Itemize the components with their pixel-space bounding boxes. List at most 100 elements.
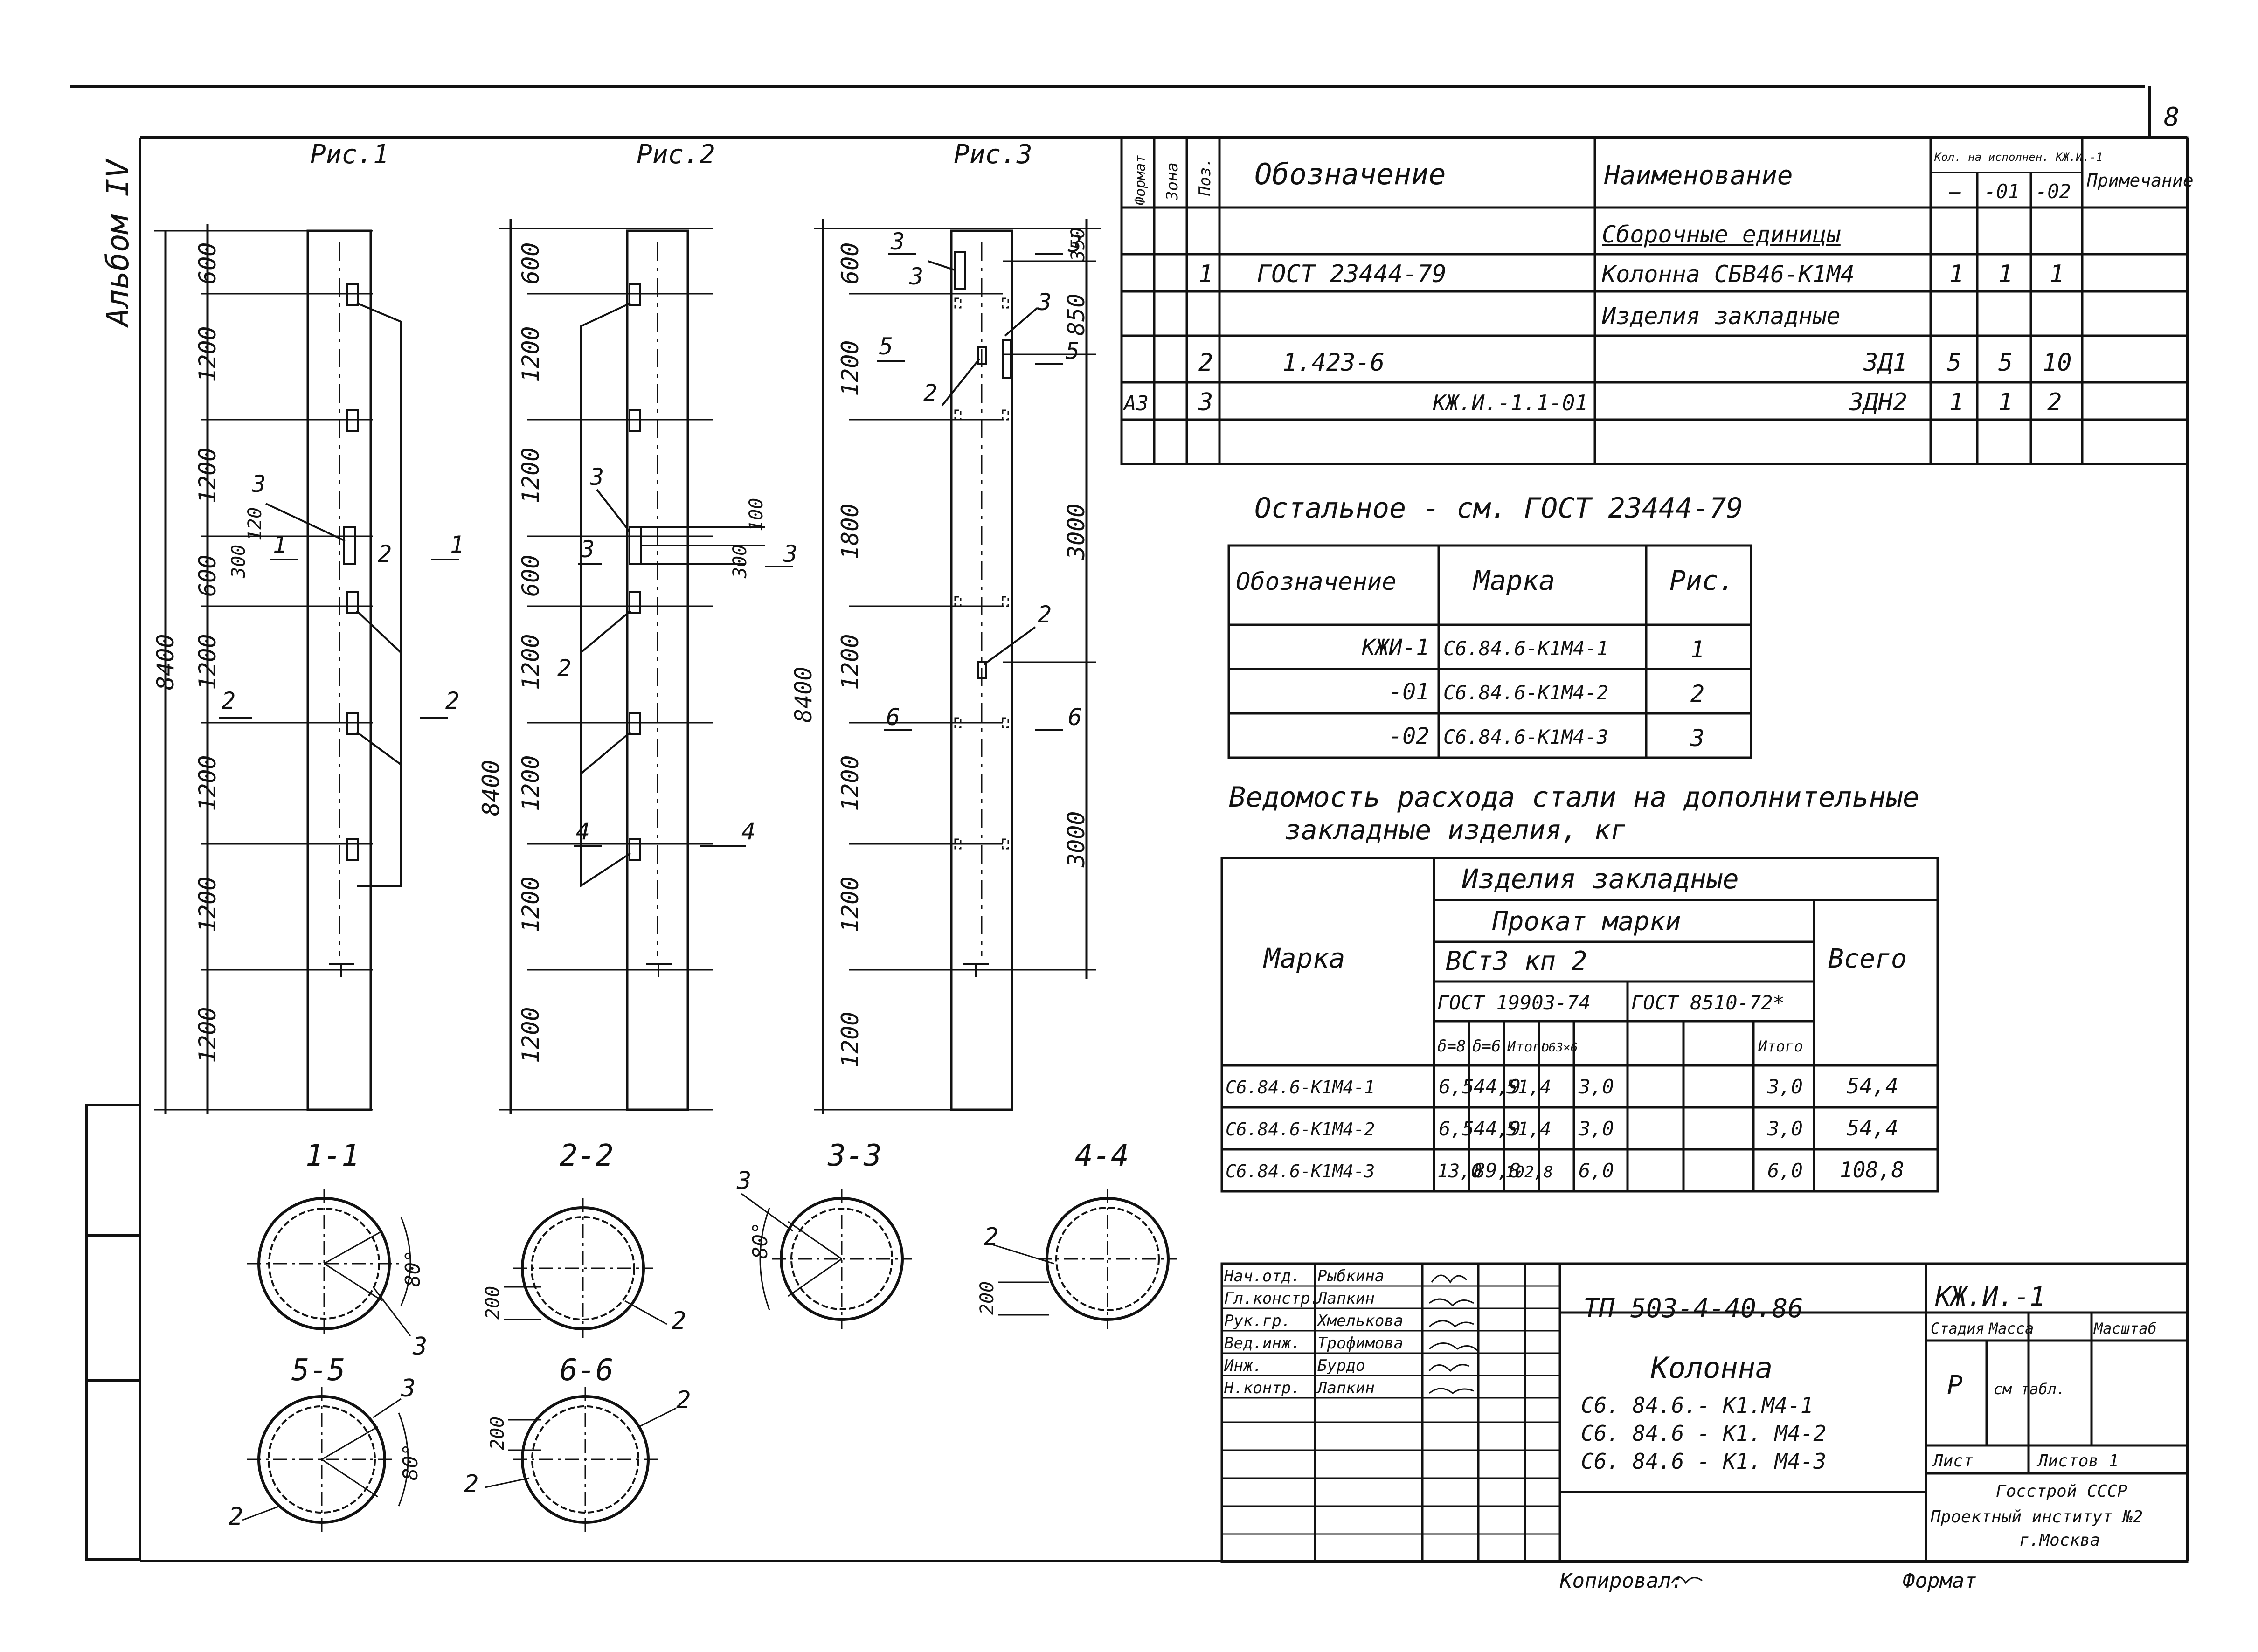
tb-name-5: Лапкин [1316,1379,1375,1397]
tb-object-mark-2: С6. 84.6 - К1. М4-3 [1581,1449,1826,1474]
fig2-title: Рис.2 [637,139,715,170]
svg-text:200: 200 [487,1417,508,1450]
fig1-cut-1b: 1 [450,531,464,558]
steel-r2-1: 13,0 [1437,1161,1482,1182]
tb-object-title: Колонна [1650,1351,1773,1385]
spec-h-designation: Обозначение [1254,157,1446,191]
fig3-cut-5a: 5 [879,333,893,360]
svg-text:3-3: 3-3 [827,1139,882,1173]
tb-role-5: Н.контр. [1224,1379,1301,1397]
fig3-dim-right-3: 3000 [1063,811,1090,868]
marks-r0-1: С6.84.6-К1М4-1 [1443,637,1608,660]
marks-r0-2: 1 [1690,636,1704,663]
svg-text:3: 3 [401,1375,416,1403]
steel-r1-6: 3,0 [1767,1117,1803,1140]
fig3-dim-left-4: 1200 [837,755,864,811]
fig1-subdim-1: 120 [244,507,266,541]
tb-stage: Р [1947,1370,1963,1401]
svg-text:4-4: 4-4 [1075,1139,1129,1173]
section-6-6: 6-6 200 2 2 [464,1353,691,1534]
spec-r1-name: Колонна СБВ46-К1М4 [1601,261,1855,288]
tb-doc-code: ТП 503-4-40.86 [1583,1293,1803,1324]
tb-role-4: Инж. [1224,1356,1262,1375]
fig1-dim-2: 1200 [194,448,221,504]
spec-h-qty: Кол. на исполнен. КЖ.И.-1 [1934,151,2103,164]
steel-h-col-0: δ=8 [1437,1037,1466,1056]
marks-r1-2: 2 [1690,680,1704,707]
fig3-dim-left-0: 600 [837,242,864,284]
steel-h-items: Изделия закладные [1461,863,1739,895]
fig3-callout-3a: 3 [909,263,923,290]
spec-r3-name: ЗД1 [1863,349,1907,377]
steel-h-col-1: δ=6 [1472,1037,1501,1056]
fig2-dim-5: 1200 [517,755,544,811]
steel-r2-7: 108,8 [1840,1157,1904,1182]
spec-h-qty-2: -02 [2036,180,2071,203]
steel-title-2: закладные изделия, кг [1285,814,1627,846]
section-1-1: 1-1 80° 3 [247,1139,427,1361]
spec-r1-pos: 1 [1198,260,1213,288]
steel-r2-3: 102,8 [1505,1163,1553,1182]
marks-h-2: Рис. [1669,565,1735,596]
steel-r0-6: 3,0 [1767,1075,1803,1098]
steel-r1-1: 6,5 [1439,1117,1474,1140]
marks-r0-0: КЖИ-1 [1362,635,1430,661]
marks-table: Обозначение Марка Рис. КЖИ-1 С6.84.6-К1М… [1227,544,1752,759]
steel-r0-2: 44,9 [1474,1075,1521,1098]
fig3-dim-left-5: 1200 [837,877,864,933]
fig1-subdim-0: 300 [228,545,249,579]
tb-org-3: г.Москва [2019,1531,2100,1550]
spec-r3-pos: 2 [1198,349,1213,377]
fig2-dim-0: 600 [517,242,544,284]
svg-text:80°: 80° [401,1250,425,1287]
section-4-4: 4-4 200 2 [977,1139,1177,1329]
steel-r0-4: 3,0 [1578,1075,1614,1098]
svg-text:1-1: 1-1 [305,1139,360,1173]
signatures [1428,1274,1479,1394]
svg-text:200: 200 [977,1281,998,1315]
spec-h-qty-0: – [1948,180,1961,203]
fig2-cut-3a: 3 [580,536,595,563]
fig1-cut-1a: 1 [273,531,287,558]
spec-r3-q0: 5 [1947,349,1961,377]
tb-mass-label: Масса [1988,1320,2034,1337]
tb-stage-label: Стадия [1931,1320,1985,1337]
svg-text:2-2: 2-2 [560,1139,614,1173]
fig3-callout-2b: 2 [1038,601,1052,628]
svg-text:80°: 80° [399,1444,423,1480]
fig3-dim-right-1: 850 [1063,294,1090,336]
spec-r4-q1: 1 [1998,388,2013,416]
page-number: 8 [2164,102,2180,132]
tb-sheets-label: Листов 1 [2036,1452,2119,1471]
marks-r2-2: 3 [1690,725,1704,752]
fig3-title: Рис.3 [954,139,1032,170]
steel-h-col-5: Итого [1758,1037,1803,1055]
marks-r2-1: С6.84.6-К1М4-3 [1443,726,1608,748]
tb-role-2: Рук.гр. [1224,1312,1291,1330]
fig2-total: 8400 [478,760,505,816]
spec-r4-des: КЖ.И.-1.1-01 [1433,390,1588,415]
fig3-cut-5b: 5 [1066,338,1080,365]
spec-h-name: Наименование [1604,160,1793,191]
marks-r1-1: С6.84.6-К1М4-2 [1443,681,1608,704]
fig2-cut-3b: 3 [783,540,797,567]
fig3-dim-right-0: 350 [1067,228,1089,262]
svg-text:2: 2 [676,1386,691,1414]
steel-h-gost2: ГОСТ 8510-72* [1631,991,1785,1014]
steel-r2-6: 6,0 [1767,1159,1803,1182]
steel-r1-2: 44,9 [1474,1117,1521,1140]
spec-h-pos: Поз. [1196,158,1214,196]
fig3-cut-3a: 3 [890,228,905,255]
album-label: Альбом IV [100,158,136,328]
column-body-1 [306,229,372,1111]
svg-text:5-5: 5-5 [291,1353,346,1388]
spec-r1-q2: 1 [2050,260,2064,288]
fig1-dim-1: 1200 [194,326,221,382]
tb-role-3: Вед.инж. [1224,1334,1301,1353]
svg-text:3: 3 [736,1167,751,1195]
spec-r0-name: Сборочные единицы [1602,221,1841,248]
fig3-dim-right-2: 3000 [1063,504,1090,560]
fig3-dim-left-3: 1200 [837,634,864,690]
steel-r0-1: 6,5 [1439,1075,1474,1098]
